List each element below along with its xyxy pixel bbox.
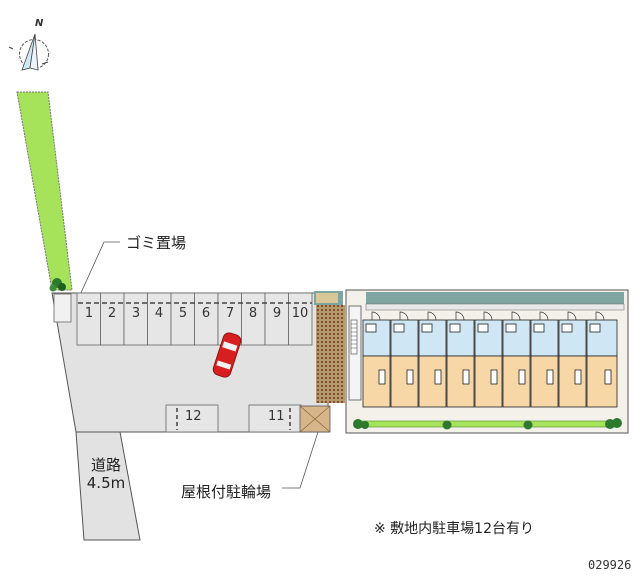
bicycle-parking <box>299 405 331 433</box>
unit <box>446 319 475 408</box>
parking-number: 4 <box>154 306 164 321</box>
unit <box>530 319 559 408</box>
parking-number: 5 <box>178 306 188 321</box>
garbage-box <box>53 293 72 323</box>
shrub-icon <box>49 278 66 292</box>
parking-space-11 <box>248 404 302 433</box>
unit <box>418 319 447 408</box>
paving-walkway <box>314 291 345 403</box>
garbage-area-label: ゴミ置場 <box>126 234 187 252</box>
unit <box>474 319 503 408</box>
parking-number: 10 <box>291 306 309 321</box>
parking-number-12: 12 <box>185 409 202 424</box>
unit <box>390 319 419 408</box>
bike-leader-line <box>282 431 319 489</box>
unit <box>558 319 587 408</box>
parking-number-11: 11 <box>268 409 285 424</box>
stairs <box>348 305 362 401</box>
bicycle-parking-label: 屋根付駐輪場 <box>181 483 272 501</box>
road-name: 道路 <box>90 456 121 474</box>
tree-icons <box>353 418 622 430</box>
garbage-leader-line <box>79 241 120 296</box>
road <box>75 431 141 541</box>
door-icons <box>371 311 605 321</box>
car-icon <box>212 332 242 378</box>
hedge <box>353 420 619 428</box>
property-code: 029926 <box>588 558 632 572</box>
parking-note: ※ 敷地内駐車場12台有り <box>374 521 534 537</box>
parking-number: 1 <box>84 306 94 321</box>
parking-space-12 <box>165 404 219 433</box>
apartment-units <box>362 319 618 408</box>
road-width: 4.5m <box>86 474 126 492</box>
unit <box>502 319 531 408</box>
parking-number: 8 <box>248 306 258 321</box>
parking-number: 7 <box>225 306 235 321</box>
parking-number: 2 <box>107 306 117 321</box>
lawn-strip <box>16 91 73 291</box>
parking-row-top <box>76 292 313 346</box>
unit <box>362 319 391 408</box>
parking-number: 3 <box>131 306 141 321</box>
north-label: N <box>35 18 44 29</box>
north-arrow-icon <box>8 33 49 71</box>
parking-number: 6 <box>201 306 211 321</box>
parking-number: 9 <box>272 306 282 321</box>
unit <box>586 319 618 408</box>
road-label: 道路 4.5m <box>84 456 128 492</box>
